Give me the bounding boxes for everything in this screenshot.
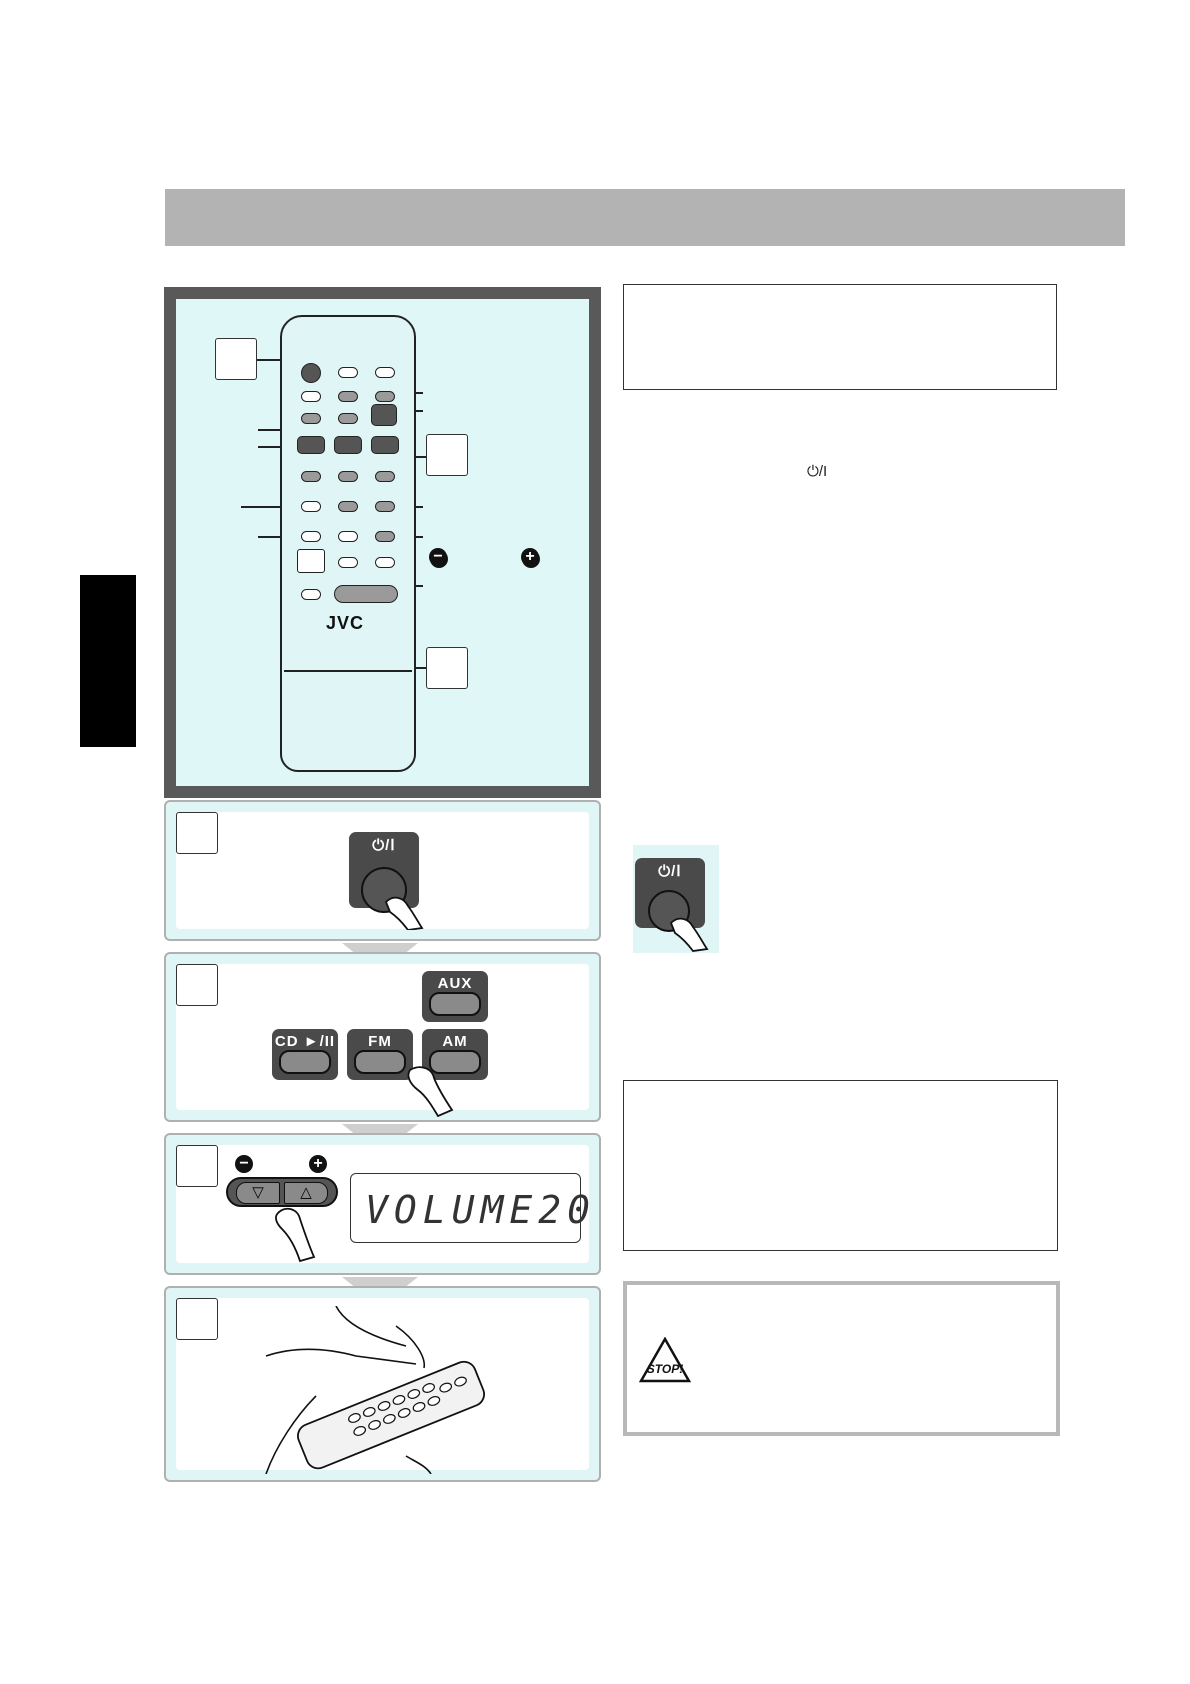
remote-button[interactable] [375,501,395,512]
step-number-box [176,812,218,854]
cd-key-label: CD ►/II [274,1033,336,1050]
fm-key[interactable]: FM [347,1029,413,1080]
remote-button[interactable] [301,589,321,600]
remote-fm-button[interactable] [334,436,362,454]
remote-button[interactable] [375,557,395,568]
callout-box-1 [215,338,257,380]
aux-key-pad [429,992,481,1016]
remote-button[interactable] [301,531,321,542]
fm-key-pad [354,1050,406,1074]
cd-key-pad [279,1050,331,1074]
remote-button[interactable] [338,557,358,568]
volume-display: VOLUME20 [350,1173,590,1243]
am-key-pad [429,1050,481,1074]
power-button-press-icon [648,890,709,952]
volume-rocker[interactable]: ▽ △ [226,1177,338,1207]
finger-press-icon [407,1066,454,1118]
remote-button[interactable] [301,413,321,424]
step-number-box [176,964,218,1006]
note-box-bottom [623,1080,1058,1251]
remote-button[interactable] [338,531,358,542]
volume-display-text: VOLUME20 [365,1188,597,1232]
note-box-top [623,284,1057,390]
remote-button[interactable] [375,471,395,482]
callout-box-2 [426,434,468,476]
remote-button[interactable] [301,391,321,402]
remote-aux-button[interactable] [371,404,397,426]
header-bar [165,189,1125,246]
remote-volume-rocker[interactable] [334,585,398,603]
step-source-panel: AUX CD ►/II FM AM [164,952,601,1122]
am-key-label: AM [442,1033,468,1050]
remote-button[interactable] [375,367,395,378]
power-key-small-label: ⏻/Ⅰ [658,863,682,880]
remote-button[interactable] [375,531,395,542]
fm-key-label: FM [368,1033,392,1050]
warning-box: STOP! [623,1281,1060,1436]
leader-line [258,446,286,448]
leader-line [257,359,285,361]
remote-button[interactable] [338,391,358,402]
leader-line [258,536,286,538]
step-number-box [176,1145,218,1187]
remote-cd-button[interactable] [297,436,325,454]
plus-symbol: + [521,548,539,566]
minus-symbol: − [429,548,447,566]
aux-key[interactable]: AUX [422,971,488,1022]
jvc-logo: JVC [326,613,365,633]
cd-play-pause-key[interactable]: CD ►/II [272,1029,338,1080]
remote-button[interactable] [338,471,358,482]
remote-button[interactable] [338,413,358,424]
remote-am-button[interactable] [371,436,399,454]
remote-button[interactable] [338,367,358,378]
volume-minus-symbol: − [235,1155,253,1173]
step-number-box [176,1298,218,1340]
aux-key-label: AUX [437,975,473,992]
stop-icon-text: STOP! [647,1362,683,1376]
hands-holding-remote-illustration [265,1306,485,1474]
remote-control: JVC [280,315,416,772]
volume-down-button[interactable]: ▽ [236,1182,280,1204]
am-key[interactable]: AM [422,1029,488,1080]
side-tab [80,575,136,747]
power-symbol-text: ⏻/I [807,463,828,480]
remote-button[interactable] [375,391,395,402]
power-key-label: ⏻/Ⅰ [372,837,396,854]
volume-plus-symbol: + [309,1155,327,1173]
finger-press-icon [275,1207,316,1263]
remote-button[interactable] [301,471,321,482]
volume-up-button[interactable]: △ [284,1182,328,1204]
remote-button[interactable] [301,501,321,512]
remote-divider [284,670,412,672]
power-key-callout: ⏻/Ⅰ [633,845,719,953]
remote-power-button[interactable] [301,363,321,383]
callout-box-3 [426,647,468,689]
power-button-press-icon [361,867,424,930]
stop-warning-icon: STOP! [639,1337,691,1383]
remote-button[interactable] [338,501,358,512]
leader-line [241,506,286,508]
step-remote-use-panel [164,1286,601,1482]
remote-button[interactable] [297,549,325,573]
step-power-panel: ⏻/Ⅰ [164,800,601,941]
